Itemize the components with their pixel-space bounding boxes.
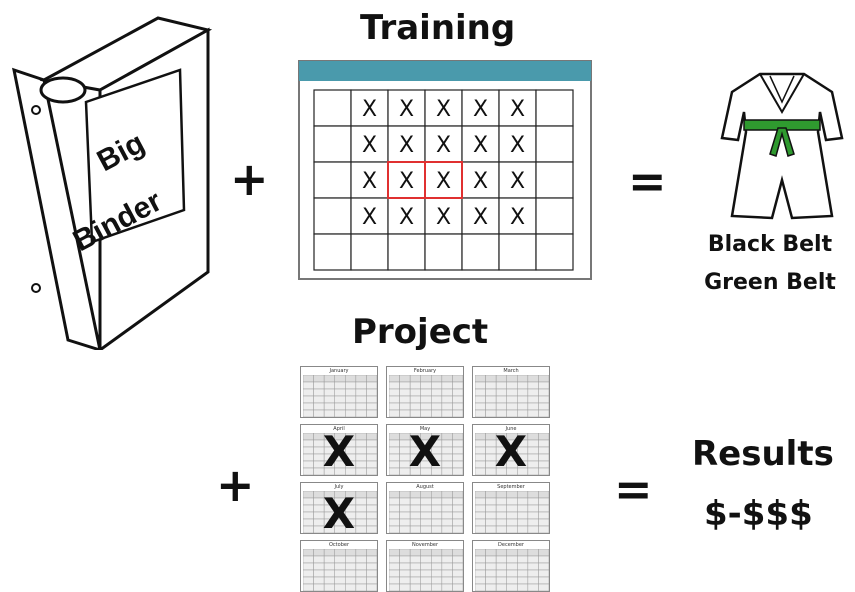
training-mark: X — [510, 169, 525, 194]
training-mark: X — [510, 97, 525, 122]
green-belt-label: Green Belt — [704, 270, 836, 295]
training-mark: X — [473, 169, 488, 194]
training-mark: X — [436, 97, 451, 122]
training-mark: X — [362, 133, 377, 158]
training-cell — [350, 125, 389, 163]
training-mark: X — [399, 97, 414, 122]
month-grid — [303, 375, 377, 417]
month-calendar: February — [386, 366, 464, 418]
month-name: August — [416, 484, 434, 490]
month-grid — [389, 491, 463, 533]
black-belt-label: Black Belt — [707, 232, 833, 257]
training-mark: X — [436, 133, 451, 158]
month-grid — [475, 375, 549, 417]
training-mark: X — [473, 205, 488, 230]
month-grid — [475, 433, 549, 475]
month-name: April — [333, 426, 345, 432]
month-grid — [389, 433, 463, 475]
plus-sign-training: + — [230, 152, 269, 206]
training-mark: X — [399, 205, 414, 230]
martial-arts-uniform-icon — [720, 72, 844, 220]
month-calendar: August — [386, 482, 464, 534]
training-mark: X — [399, 133, 414, 158]
results-title: Results — [692, 434, 834, 474]
month-name: October — [328, 542, 349, 548]
results-value: $-$$$ — [704, 494, 813, 534]
training-cell — [535, 233, 574, 271]
training-mark: X — [436, 205, 451, 230]
training-highlight — [424, 161, 463, 199]
training-cell — [535, 89, 574, 127]
training-cell — [313, 197, 352, 235]
month-calendar: October — [300, 540, 378, 592]
plus-sign-project: + — [216, 458, 255, 512]
training-mark: X — [362, 97, 377, 122]
month-grid — [475, 549, 549, 591]
training-mark: X — [362, 169, 377, 194]
month-name: May — [419, 426, 431, 432]
training-cell — [461, 125, 500, 163]
project-title: Project — [352, 312, 489, 352]
month-completed-mark: X — [322, 489, 356, 534]
training-mark: X — [473, 97, 488, 122]
training-mark: X — [362, 205, 377, 230]
month-calendar: March — [472, 366, 550, 418]
month-calendar: January — [300, 366, 378, 418]
training-title: Training — [360, 8, 516, 48]
training-cell — [424, 233, 463, 271]
month-calendar: September — [472, 482, 550, 534]
month-grid — [389, 549, 463, 591]
month-grid — [303, 549, 377, 591]
month-calendar: December — [472, 540, 550, 592]
equals-sign-results: = — [614, 462, 653, 516]
month-name: September — [497, 484, 525, 490]
training-cell — [535, 197, 574, 235]
training-cell — [350, 161, 389, 199]
training-cell — [424, 161, 463, 199]
training-cell — [498, 89, 537, 127]
month-completed-mark: X — [408, 427, 442, 476]
month-name: February — [413, 368, 437, 374]
training-mark: X — [510, 133, 525, 158]
training-mark: X — [436, 169, 451, 194]
training-cell — [313, 161, 352, 199]
month-name: July — [334, 484, 344, 490]
training-mark: X — [473, 133, 488, 158]
month-calendar: November — [386, 540, 464, 592]
training-cell — [387, 125, 426, 163]
month-name: March — [503, 368, 519, 374]
big-binder-illustration: Big Binder — [12, 16, 213, 350]
month-grid — [389, 375, 463, 417]
month-completed-mark: X — [494, 427, 528, 476]
training-cell — [461, 233, 500, 271]
month-name: November — [411, 542, 438, 548]
month-grid — [303, 433, 377, 475]
month-grid — [475, 491, 549, 533]
training-cell — [498, 233, 537, 271]
training-cell — [313, 89, 352, 127]
training-cell — [535, 125, 574, 163]
month-grid — [303, 491, 377, 533]
training-cell — [313, 233, 352, 271]
equals-sign-belt: = — [628, 154, 667, 208]
month-completed-mark: X — [322, 427, 356, 476]
training-cell — [313, 125, 352, 163]
training-cell — [535, 161, 574, 199]
month-name: December — [498, 542, 524, 548]
month-name: January — [329, 368, 349, 374]
training-cell — [350, 233, 389, 271]
training-mark: X — [510, 205, 525, 230]
training-cell — [350, 197, 389, 235]
training-mark: X — [399, 169, 414, 194]
training-cell — [461, 89, 500, 127]
training-cell — [387, 233, 426, 271]
month-name: June — [505, 426, 517, 432]
